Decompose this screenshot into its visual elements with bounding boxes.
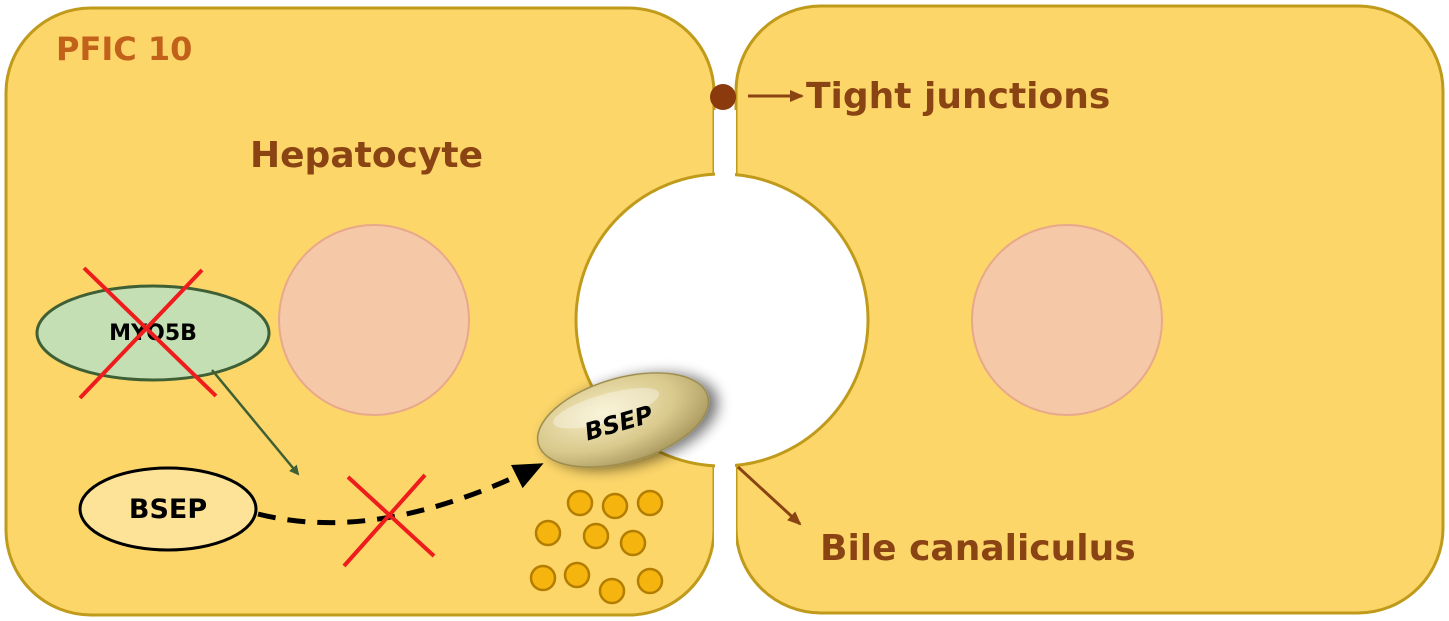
vesicle — [601, 492, 629, 520]
bsep-cytoplasm-label: BSEP — [129, 494, 207, 525]
tight-junctions-label: Tight junctions — [806, 76, 1110, 117]
vesicle — [619, 529, 647, 557]
bile-canaliculus-arrow — [736, 465, 802, 526]
hepatocyte-label: Hepatocyte — [250, 135, 483, 176]
vesicle — [582, 522, 610, 550]
left-nucleus — [278, 224, 470, 416]
vesicle — [566, 489, 594, 517]
myo5b-arrow — [211, 369, 300, 476]
page-title: PFIC 10 — [56, 30, 192, 68]
myo5b-cross-line-1 — [82, 266, 218, 398]
tight-junction-dot — [710, 84, 736, 110]
right-nucleus — [971, 224, 1163, 416]
bsep-membrane-transporter: BSEP — [536, 372, 710, 468]
vesicle — [529, 564, 557, 592]
bile-vesicles — [529, 489, 664, 605]
vesicle — [534, 519, 562, 547]
trafficking-cross-line-2 — [342, 473, 427, 568]
vesicle — [598, 577, 626, 605]
vesicle — [636, 567, 664, 595]
bile-canaliculus-label: Bile canaliculus — [820, 528, 1136, 569]
myo5b-cross-line-2 — [78, 268, 204, 400]
vesicle — [563, 561, 591, 589]
vesicle — [636, 489, 664, 517]
bsep-cytoplasm-ellipse — [78, 466, 258, 552]
trafficking-cross-line-1 — [346, 475, 436, 558]
